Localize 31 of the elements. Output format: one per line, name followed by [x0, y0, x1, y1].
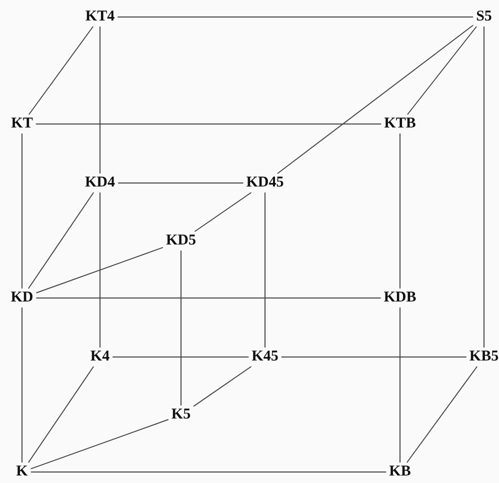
- connector-line: [194, 192, 252, 232]
- logic-label: K45: [252, 350, 278, 364]
- logic-label: KD4: [85, 176, 115, 190]
- connector-line: [112, 356, 250, 358]
- connector-line: [280, 356, 467, 358]
- logic-label: K5: [171, 408, 191, 422]
- connector-line: [406, 26, 478, 115]
- logic-label: KD5: [166, 234, 196, 248]
- connector-line: [264, 192, 266, 348]
- connector-line: [180, 250, 182, 406]
- connector-line: [193, 366, 252, 407]
- logic-label: KDB: [384, 290, 416, 306]
- connector-line: [30, 419, 169, 470]
- logic-label: KT: [11, 116, 33, 132]
- connector-line: [36, 246, 164, 294]
- connector-line: [277, 24, 474, 174]
- logic-label: K: [16, 464, 28, 480]
- logic-label: KD: [10, 290, 34, 306]
- connector-line: [28, 366, 94, 463]
- logic-label: KTB: [384, 116, 416, 132]
- connector-line: [406, 366, 478, 463]
- connector-line: [28, 192, 94, 289]
- logic-label: S5: [476, 10, 492, 24]
- connector-line: [118, 182, 244, 184]
- connector-line: [28, 26, 94, 115]
- connector-line: [117, 16, 474, 18]
- logic-label: KD45: [246, 176, 284, 190]
- logic-label: KT4: [85, 10, 115, 24]
- logic-label: KB5: [469, 350, 499, 364]
- logic-label: K4: [90, 350, 110, 364]
- logic-label: KB: [389, 464, 411, 480]
